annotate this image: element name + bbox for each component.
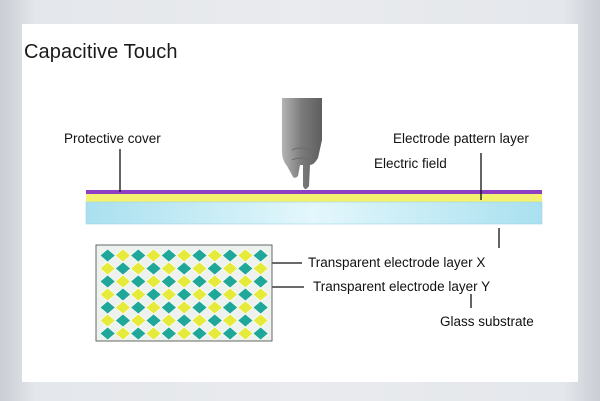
electrode-diamond bbox=[206, 326, 223, 341]
electrode-pattern-layer bbox=[86, 194, 542, 202]
layer-stack bbox=[85, 190, 543, 225]
electrode-grid-cells bbox=[99, 248, 269, 341]
finger-icon bbox=[282, 98, 322, 189]
electric-field-label: Electric field bbox=[374, 156, 447, 171]
electrode-diamond bbox=[176, 326, 193, 341]
electrode-diamond bbox=[130, 326, 147, 341]
electrode-diamond bbox=[221, 326, 239, 341]
electrode-pattern-layer-label: Electrode pattern layer bbox=[393, 131, 529, 146]
protective-cover-label: Protective cover bbox=[64, 131, 161, 146]
electrode-diamond bbox=[145, 326, 162, 341]
electrode-diamond bbox=[99, 326, 116, 341]
electrode-diamond bbox=[160, 326, 177, 341]
electrode-grid bbox=[95, 244, 273, 342]
electrode-diamond bbox=[114, 326, 132, 341]
protective-cover-layer bbox=[86, 190, 542, 194]
transparent-electrode-x-label: Transparent electrode layer X bbox=[308, 255, 486, 270]
glass-substrate-layer bbox=[85, 201, 543, 225]
transparent-electrode-y-label: Transparent electrode layer Y bbox=[313, 279, 491, 294]
glass-substrate-label: Glass substrate bbox=[440, 314, 534, 329]
electrode-diamond bbox=[191, 326, 208, 341]
electrode-diamond bbox=[237, 326, 254, 341]
diagram-title: Capacitive Touch bbox=[24, 41, 178, 63]
electrode-diamond bbox=[252, 326, 269, 341]
